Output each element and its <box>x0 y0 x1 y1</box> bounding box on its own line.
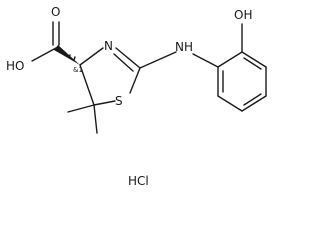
bond-cooh-c-o <box>31 47 57 62</box>
label-salt: HCl <box>128 174 149 188</box>
bond-s1-c5 <box>93 100 116 106</box>
bond-ar-4 <box>241 95 267 112</box>
bond-ar-5 <box>217 95 243 112</box>
bond-ar-inner-2 <box>243 93 262 106</box>
label-ring-n: N <box>104 39 113 53</box>
bond-n3-c2-double <box>113 53 134 72</box>
bond-c4-n3 <box>79 47 104 66</box>
wedge-bond <box>54 45 80 65</box>
bond-nh-phenyl <box>192 53 219 68</box>
structure-canvas: HO O N NH S OH &1 HCl <box>6 5 267 188</box>
bond-c2-nh <box>139 51 177 69</box>
bond-c5-c4 <box>79 64 95 106</box>
bond-ar-inner-1 <box>243 57 262 70</box>
label-amine-nh: NH <box>175 40 193 54</box>
label-stereo-tag: &1 <box>73 66 83 74</box>
bond-c2-s1 <box>129 67 141 94</box>
bond-n3-c2 <box>115 47 141 69</box>
bond-ar-1 <box>217 51 243 68</box>
label-carboxyl-oh: HO <box>6 59 24 73</box>
label-phenol-oh: OH <box>234 8 252 22</box>
label-carbonyl-o: O <box>51 5 60 19</box>
bond-ar-2 <box>241 51 267 68</box>
molecule-diagram: HO O N NH S OH &1 HCl <box>6 5 267 188</box>
label-ring-s: S <box>115 94 123 108</box>
bond-stereo-hash-2 <box>68 54 71 58</box>
bond-stereo-hash-1 <box>73 56 76 61</box>
bond-methyl-1 <box>67 104 95 113</box>
bond-methyl-2 <box>93 104 98 134</box>
